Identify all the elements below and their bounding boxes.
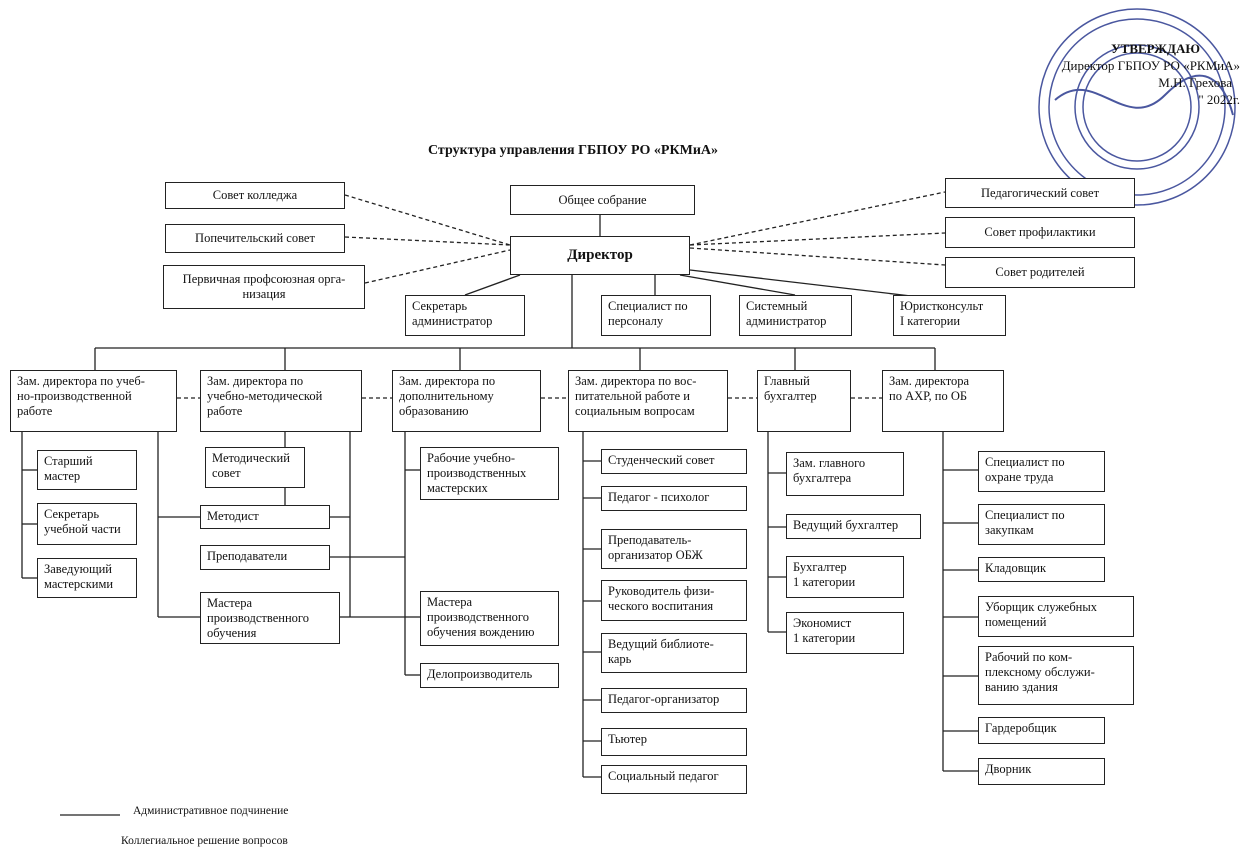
general-meeting-box: Общее собрание <box>510 185 695 215</box>
study-secretary-box: Секретарь учебной части <box>37 503 137 545</box>
approval-block: УТВЕРЖДАЮ Директор ГБПОУ РО «РКМиА» М.Н.… <box>970 40 1240 108</box>
industrial-masters-box: Мастера производственного обучения <box>200 592 340 644</box>
senior-master-box: Старший мастер <box>37 450 137 490</box>
staff-lawyer-box: Юристконсульт I категории <box>893 295 1006 336</box>
economist-box: Экономист 1 категории <box>786 612 904 654</box>
director-box: Директор <box>510 236 690 275</box>
cloakroom-box: Гардеробщик <box>978 717 1105 744</box>
procurement-specialist-box: Специалист по закупкам <box>978 504 1105 545</box>
trustee-council-box: Попечительский совет <box>165 224 345 253</box>
seal-stamp-icon <box>1038 8 1236 206</box>
student-council-box: Студенческий совет <box>601 449 747 474</box>
chief-accountant-box: Главный бухгалтер <box>757 370 851 432</box>
deputy-accountant-box: Зам. главного бухгалтера <box>786 452 904 496</box>
deputy-ahr-box: Зам. директора по АХР, по ОБ <box>882 370 1004 432</box>
deputy-methodical-box: Зам. директора по учебно-методической ра… <box>200 370 362 432</box>
safety-specialist-box: Специалист по охране труда <box>978 451 1105 492</box>
pe-head-box: Руководитель физи- ческого воспитания <box>601 580 747 621</box>
approval-date: " 2022г. <box>1198 92 1240 107</box>
approval-position: Директор ГБПОУ РО «РКМиА» <box>1061 58 1240 73</box>
librarian-box: Ведущий библиоте- карь <box>601 633 747 673</box>
pedagogical-council-box: Педагогический совет <box>945 178 1135 208</box>
methodical-council-box: Методический совет <box>205 447 305 488</box>
legend-administrative: Административное подчинение <box>133 805 289 817</box>
obzh-teacher-box: Преподаватель- организатор ОБЖ <box>601 529 747 569</box>
organizer-box: Педагог-организатор <box>601 688 747 713</box>
deputy-production-box: Зам. директора по учеб- но-производствен… <box>10 370 177 432</box>
psychologist-box: Педагог - психолог <box>601 486 747 511</box>
social-pedagogue-box: Социальный педагог <box>601 765 747 794</box>
maintenance-worker-box: Рабочий по ком- плексному обслужи- ванию… <box>978 646 1134 705</box>
teachers-box: Преподаватели <box>200 545 330 570</box>
cleaner-box: Уборщик служебных помещений <box>978 596 1134 637</box>
accountant-box: Бухгалтер 1 категории <box>786 556 904 598</box>
prevention-council-box: Совет профилактики <box>945 217 1135 248</box>
page-title: Структура управления ГБПОУ РО «РКМиА» <box>428 143 719 158</box>
clerk-box: Делопроизводитель <box>420 663 559 688</box>
staff-sysadmin-box: Системный администратор <box>739 295 852 336</box>
union-org-box: Первичная профсоюзная орга- низация <box>163 265 365 309</box>
workshop-head-box: Заведующий мастерскими <box>37 558 137 598</box>
lead-accountant-box: Ведущий бухгалтер <box>786 514 921 539</box>
driving-masters-box: Мастера производственного обучения вожде… <box>420 591 559 646</box>
council-college-box: Совет колледжа <box>165 182 345 209</box>
janitor-box: Дворник <box>978 758 1105 785</box>
staff-secretary-box: Секретарь администратор <box>405 295 525 336</box>
deputy-educational-box: Зам. директора по вос- питательной работ… <box>568 370 728 432</box>
tutor-box: Тьютер <box>601 728 747 756</box>
workshop-workers-box: Рабочие учебно- производственных мастерс… <box>420 447 559 500</box>
parents-council-box: Совет родителей <box>945 257 1135 288</box>
methodist-box: Методист <box>200 505 330 529</box>
staff-hr-box: Специалист по персоналу <box>601 295 711 336</box>
approval-name: М.Н. Грехова <box>1158 75 1232 90</box>
approval-heading: УТВЕРЖДАЮ <box>1111 41 1200 56</box>
deputy-additional-box: Зам. директора по дополнительному образо… <box>392 370 541 432</box>
storekeeper-box: Кладовщик <box>978 557 1105 582</box>
legend-collegial: Коллегиальное решение вопросов <box>121 835 288 847</box>
